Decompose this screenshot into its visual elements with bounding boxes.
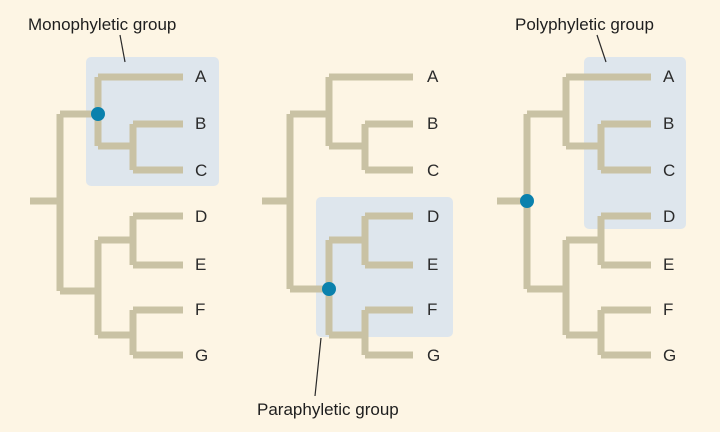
leaf-label-f: F [195,300,205,319]
leaf-label-g: G [427,346,440,365]
leaf-label-d: D [663,207,675,226]
tree-branches [497,73,651,359]
monophyletic-label: Monophyletic group [28,15,176,34]
label-leader-line [119,34,126,63]
label-leader-line [596,34,607,63]
polyphyletic-highlight-box [584,57,686,229]
polyphyletic-panel: Polyphyletic group A B C D E F G [497,15,686,365]
leaf-label-f: F [663,300,673,319]
leaf-label-d: D [427,207,439,226]
leaf-label-a: A [663,67,675,86]
paraphyletic-label: Paraphyletic group [257,400,399,419]
common-ancestor-node [520,194,534,208]
leaf-label-a: A [195,67,207,86]
leaf-label-a: A [427,67,439,86]
leaf-label-e: E [195,255,206,274]
leaf-label-g: G [195,346,208,365]
polyphyletic-label: Polyphyletic group [515,15,654,34]
leaf-label-d: D [195,207,207,226]
leaf-label-b: B [195,114,206,133]
monophyletic-panel: Monophyletic group A B C D E F G [28,15,219,365]
leaf-label-g: G [663,346,676,365]
label-leader-line [314,337,322,397]
leaf-label-b: B [663,114,674,133]
paraphyletic-panel: Paraphyletic group A B C D E F G [257,67,453,419]
leaf-label-e: E [663,255,674,274]
leaf-label-f: F [427,300,437,319]
leaf-label-e: E [427,255,438,274]
leaf-label-c: C [427,161,439,180]
common-ancestor-node [91,107,105,121]
leaf-label-b: B [427,114,438,133]
common-ancestor-node [322,282,336,296]
leaf-label-c: C [663,161,675,180]
leaf-label-c: C [195,161,207,180]
